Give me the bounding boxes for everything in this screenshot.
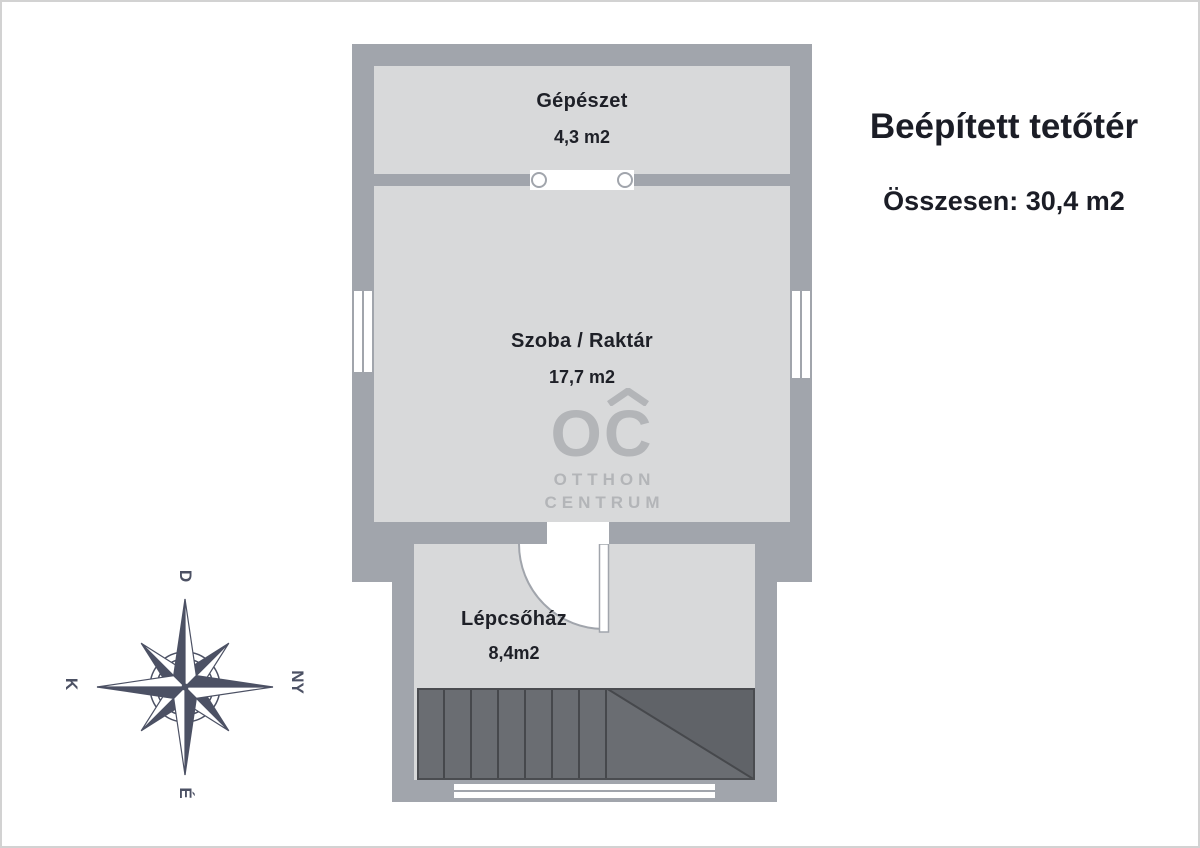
wall-stair-left — [392, 582, 414, 802]
door-opening — [547, 522, 609, 544]
window-left — [352, 289, 374, 374]
compass-star-icon — [96, 598, 274, 776]
wall-divider-right — [634, 174, 790, 186]
compass-label-bottom: É — [176, 787, 195, 799]
door-swing-arc — [518, 544, 610, 633]
stairs — [417, 688, 755, 780]
room-name: Lépcsőház — [460, 608, 568, 630]
compass-label-right: NY — [288, 670, 307, 694]
plan-total-area: Összesen: 30,4 m2 — [883, 186, 1125, 216]
watermark-line1: OTTHON — [553, 470, 656, 489]
door-hinge-dot-right — [617, 172, 633, 188]
room-label-lepcsohaz: Lépcsőház 8,4m2 — [414, 608, 614, 664]
compass-label-top: D — [176, 569, 195, 583]
compass-label-left: K — [62, 677, 81, 691]
wall-stub-right — [755, 544, 812, 582]
window-bottom — [452, 782, 717, 800]
divider-opening — [530, 170, 634, 190]
room-name: Gépészet — [536, 90, 628, 112]
watermark-letters: OC — [550, 396, 654, 470]
door-hinge-dot-left — [531, 172, 547, 188]
roof-icon — [607, 388, 649, 406]
window-right — [790, 289, 812, 380]
compass-rose: D K NY É — [52, 560, 318, 806]
room-area: 8,4m2 — [488, 643, 540, 663]
room-label-szoba-raktar: Szoba / Raktár 17,7 m2 — [374, 330, 790, 388]
room-area: 17,7 m2 — [548, 367, 616, 387]
room-name: Szoba / Raktár — [510, 330, 654, 352]
plan-header: Beépített tetőtér Összesen: 30,4 m2 — [812, 106, 1196, 217]
room-area: 4,3 m2 — [553, 127, 611, 147]
room-label-gepeszet: Gépészet 4,3 m2 — [374, 90, 790, 148]
wall-divider-left — [374, 174, 530, 186]
plan-title: Beépített tetőtér — [869, 107, 1139, 146]
floor-main-room — [374, 66, 790, 522]
wall-stair-right — [755, 582, 777, 802]
watermark-logo: OC OTTHON CENTRUM — [517, 388, 687, 513]
watermark-line2: CENTRUM — [544, 493, 665, 512]
wall-stub-left — [352, 544, 414, 582]
